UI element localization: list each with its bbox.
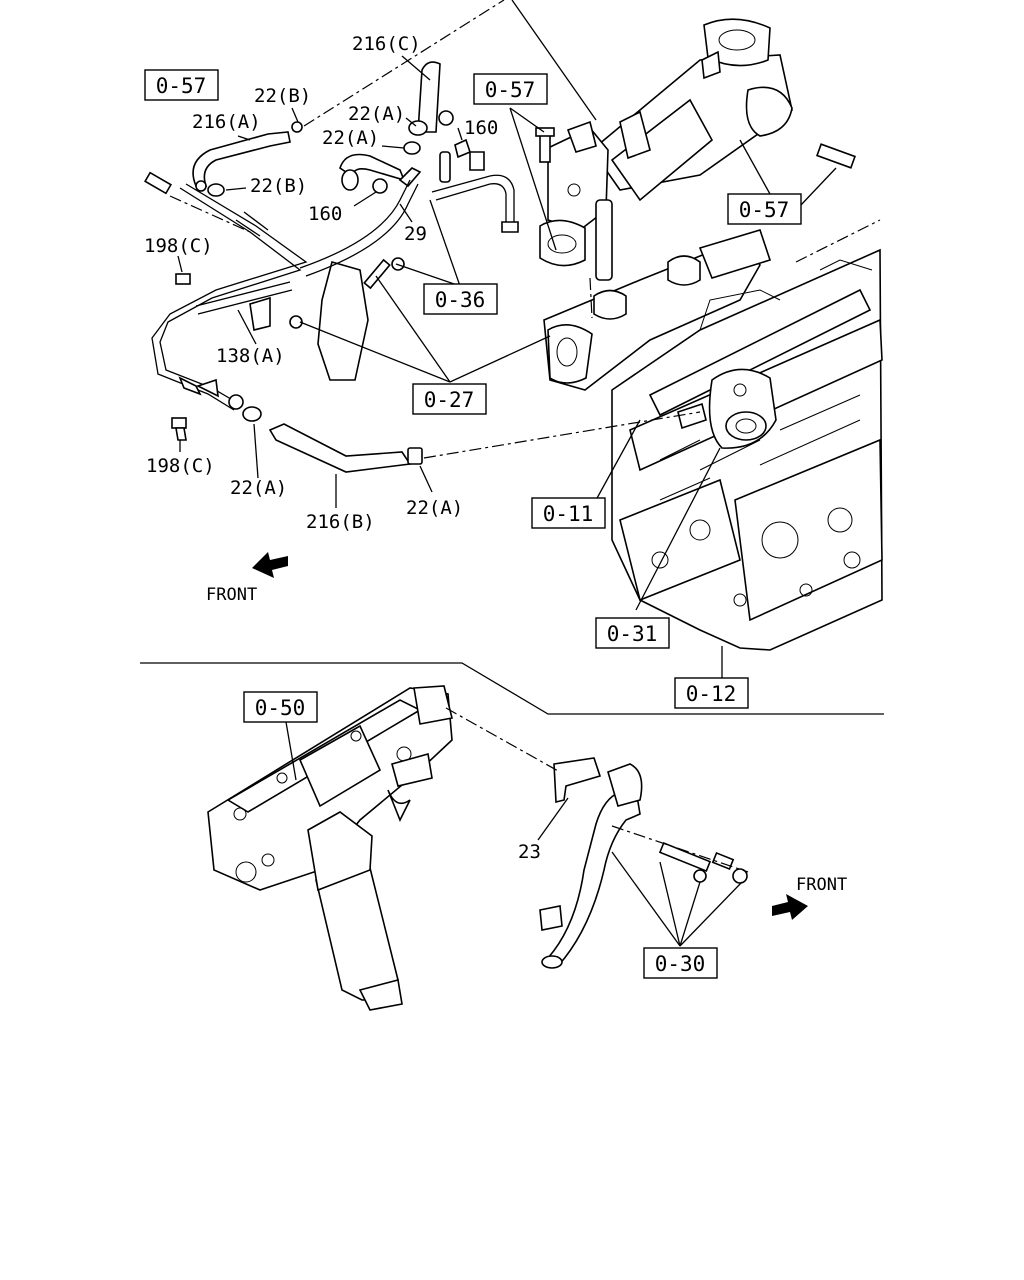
ref-box-027: 0-27 [412,383,487,415]
ref-box-012: 0-12 [674,677,749,709]
water-pipe [151,174,519,411]
hose-216c [417,61,441,133]
ref-box-057-a: 0-57 [144,69,219,101]
callout-198c-lower: 198(C) [146,455,215,477]
bolts-lower [658,841,748,884]
thermostat-housing [677,368,777,449]
callout-22a-top: 22(A) [348,103,405,125]
front-label-lower: FRONT [796,875,847,895]
callout-23: 23 [518,841,541,863]
ref-050: 0-50 [255,696,306,720]
ref-box-031: 0-31 [595,617,670,649]
hose-upper-loop [339,153,422,191]
callout-22a-second: 22(A) [322,127,379,149]
callout-29: 29 [404,223,427,245]
front-arrow-lower [772,894,808,920]
exhaust-manifold [543,229,772,391]
front-arrow-upper [252,552,288,578]
section-divider [140,662,884,715]
clamps-and-bolts-upper [144,110,485,441]
leader-lines-upper [177,0,837,680]
ref-box-057-c: 0-57 [727,193,802,225]
oil-cooler-assembly [207,685,453,891]
ref-036: 0-36 [435,288,486,312]
ref-031: 0-31 [607,622,658,646]
ref-011: 0-11 [543,502,594,526]
callout-216c: 216(C) [352,33,421,55]
callout-198c-upper: 198(C) [144,235,213,257]
leader-lines-lower [285,721,743,947]
callout-22a-lower-right: 22(A) [406,497,463,519]
ref-012: 0-12 [686,682,737,706]
ref-057-a: 0-57 [156,74,207,98]
engine-block [611,248,883,651]
egr-valve [539,120,613,281]
ref-027: 0-27 [424,388,475,412]
ref-057-b: 0-57 [485,78,536,102]
ref-057-c: 0-57 [739,198,790,222]
ref-030: 0-30 [655,952,706,976]
callout-160-right: 160 [464,117,498,139]
callout-216b: 216(B) [306,511,375,533]
egr-cooler [590,18,793,202]
ref-box-050: 0-50 [243,691,318,723]
ref-box-011: 0-11 [531,497,606,529]
stud-bolt-upper [535,127,856,169]
hose-216b [268,423,423,473]
callout-22b-lower: 22(B) [250,175,307,197]
ref-box-030: 0-30 [643,947,718,979]
hose-216a [192,131,291,192]
dash-lines-upper [169,0,881,459]
callout-160-left: 160 [308,203,342,225]
ref-box-036: 0-36 [423,283,498,315]
callout-138a: 138(A) [216,345,285,367]
oil-filter [307,811,403,1011]
ref-box-057-b: 0-57 [473,73,548,105]
water-pipe-lower [539,757,643,969]
heat-shield [289,258,391,381]
dash-lines-lower [445,707,749,873]
front-label-upper: FRONT [206,585,257,605]
callout-22a-lower-left: 22(A) [230,477,287,499]
callout-216a: 216(A) [192,111,261,133]
callout-22b-upper: 22(B) [254,85,311,107]
